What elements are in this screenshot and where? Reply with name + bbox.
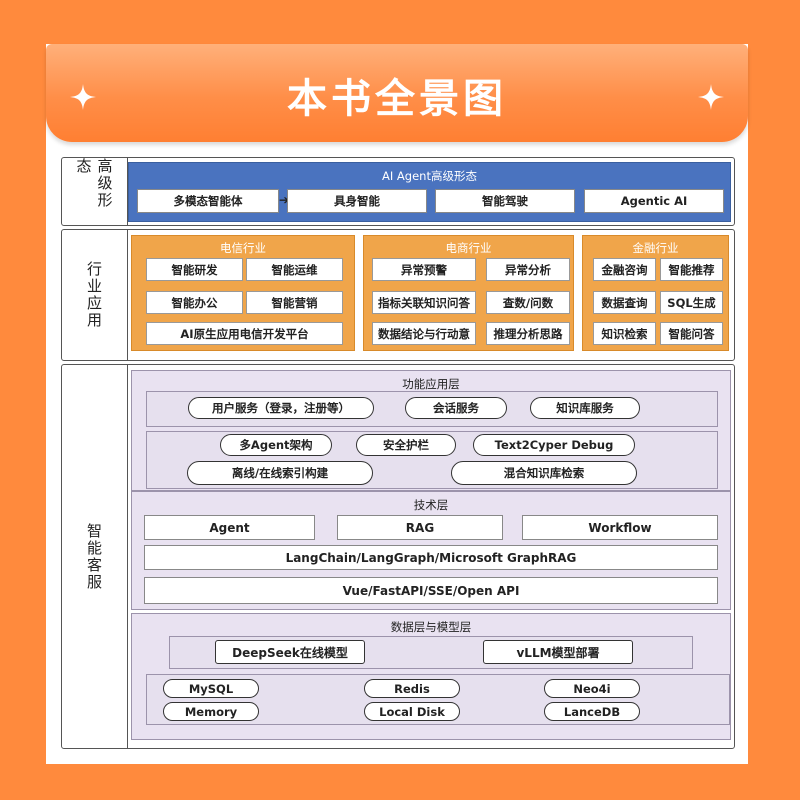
storage-group: MySQL Redis Neo4i Memory Local Disk Lanc… <box>146 674 730 725</box>
advanced-panel: AI Agent高级形态 多模态智能体 ➔ 具身智能 智能驾驶 Agentic … <box>128 162 731 222</box>
sparkle-icon <box>698 84 724 110</box>
diagram-node: 查数/问数 <box>486 291 570 314</box>
diagram-node: 会话服务 <box>405 397 507 419</box>
diagram-node: AI原生应用电信开发平台 <box>146 322 343 345</box>
diagram-node: 多Agent架构 <box>220 434 332 456</box>
diagram-node: 智能营销 <box>246 291 343 314</box>
panel-title: 电信行业 <box>220 241 266 255</box>
diagram-node: 安全护栏 <box>356 434 456 456</box>
diagram-node: SQL生成 <box>660 291 723 314</box>
diagram-node: 智能研发 <box>146 258 243 281</box>
data-layer: 数据层与模型层 DeepSeek在线模型 vLLM模型部署 MySQL Redi… <box>131 613 731 740</box>
panel-title: 金融行业 <box>632 241 679 255</box>
diagram-node: 知识库服务 <box>530 397 640 419</box>
diagram-node: 推理分析思路 <box>486 322 570 345</box>
finance-panel: 金融行业 金融咨询 智能推荐 数据查询 SQL生成 知识检索 智能问答 <box>582 235 729 351</box>
diagram-node: 知识检索 <box>593 322 656 345</box>
diagram-node: 指标关联知识问答 <box>372 291 476 314</box>
diagram-node: Local Disk <box>364 702 460 721</box>
diagram-node: Vue/FastAPI/SSE/Open API <box>144 577 718 604</box>
diagram-node: 智能办公 <box>146 291 243 314</box>
diagram-node: Memory <box>163 702 259 721</box>
panel-title: 电商行业 <box>445 241 492 255</box>
layer-title: 功能应用层 <box>402 377 460 391</box>
diagram-node: 离线/在线索引构建 <box>187 461 373 485</box>
diagram-node: LanceDB <box>544 702 640 721</box>
capability-group: 多Agent架构 安全护栏 Text2Cyper Debug 离线/在线索引构建… <box>146 431 718 489</box>
diagram-node: 异常分析 <box>486 258 570 281</box>
diagram-node: 混合知识库检索 <box>451 461 637 485</box>
diagram-node: 异常预警 <box>372 258 476 281</box>
section-label: 行业应用 <box>62 230 128 360</box>
title-banner: 本书全景图 <box>46 44 748 142</box>
diagram-node: 智能驾驶 <box>435 189 575 213</box>
diagram-node: LangChain/LangGraph/Microsoft GraphRAG <box>144 545 718 570</box>
industry-section: 行业应用 电信行业 智能研发 智能运维 智能办公 智能营销 AI原生应用电信开发… <box>61 229 735 361</box>
diagram-node: 具身智能 <box>287 189 427 213</box>
panel-title: AI Agent高级形态 <box>382 169 477 183</box>
diagram-node: Agent <box>144 515 315 540</box>
diagram-node: 用户服务（登录，注册等） <box>188 397 374 419</box>
diagram-node: 智能运维 <box>246 258 343 281</box>
diagram-node: DeepSeek在线模型 <box>215 640 365 664</box>
diagram-node: 多模态智能体 <box>137 189 279 213</box>
diagram-node: RAG <box>337 515 503 540</box>
diagram-node: Agentic AI <box>584 189 724 213</box>
diagram-node: Text2Cyper Debug <box>473 434 635 456</box>
sparkle-icon <box>70 84 96 110</box>
arrow-icon: ➔ <box>279 193 290 207</box>
diagram-node: 数据查询 <box>593 291 656 314</box>
diagram-node: Workflow <box>522 515 718 540</box>
functional-layer: 功能应用层 用户服务（登录，注册等） 会话服务 知识库服务 多Agent架构 安… <box>131 370 731 491</box>
telecom-panel: 电信行业 智能研发 智能运维 智能办公 智能营销 AI原生应用电信开发平台 <box>131 235 355 351</box>
diagram-node: 金融咨询 <box>593 258 656 281</box>
diagram-node: vLLM模型部署 <box>483 640 633 664</box>
advanced-section: 高级形态 AI Agent高级形态 多模态智能体 ➔ 具身智能 智能驾驶 Age… <box>61 157 735 226</box>
ecommerce-panel: 电商行业 异常预警 异常分析 指标关联知识问答 查数/问数 数据结论与行动意 推… <box>363 235 574 351</box>
service-section: 智能客服 功能应用层 用户服务（登录，注册等） 会话服务 知识库服务 多Agen… <box>61 364 735 749</box>
diagram-node: 智能问答 <box>660 322 723 345</box>
section-label: 高级形态 <box>62 158 128 225</box>
diagram-node: MySQL <box>163 679 259 698</box>
diagram-node: 数据结论与行动意 <box>372 322 476 345</box>
diagram-node: Redis <box>364 679 460 698</box>
section-label: 智能客服 <box>62 365 128 748</box>
layer-title: 数据层与模型层 <box>390 620 472 634</box>
model-group: DeepSeek在线模型 vLLM模型部署 <box>169 636 693 669</box>
layer-title: 技术层 <box>413 498 449 512</box>
diagram-node: 智能推荐 <box>660 258 723 281</box>
service-group: 用户服务（登录，注册等） 会话服务 知识库服务 <box>146 391 718 427</box>
tech-layer: 技术层 Agent RAG Workflow LangChain/LangGra… <box>131 491 731 610</box>
page-title: 本书全景图 <box>287 76 507 122</box>
diagram-node: Neo4i <box>544 679 640 698</box>
